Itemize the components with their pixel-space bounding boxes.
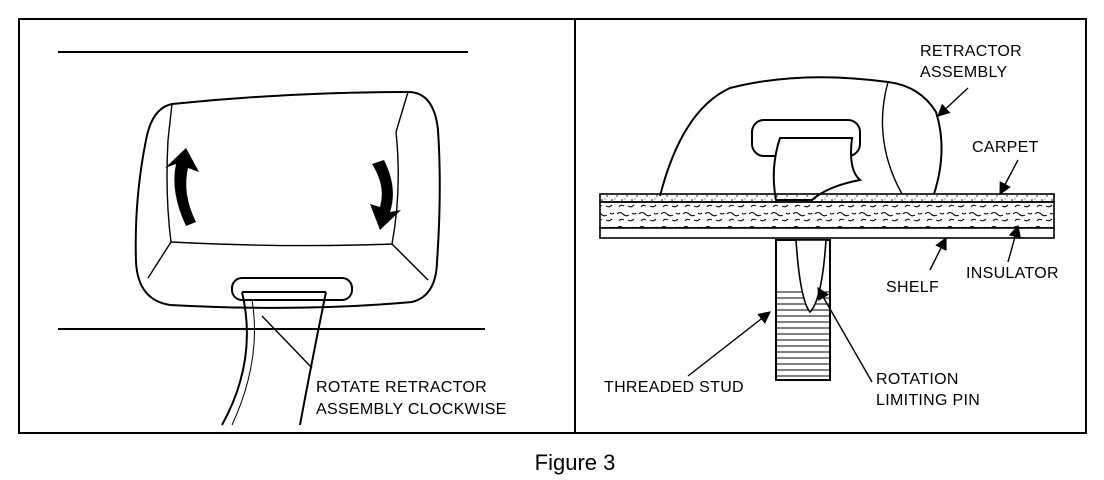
left-panel: ROTATE RETRACTOR ASSEMBLY CLOCKWISE bbox=[58, 51, 507, 426]
label-leader-left bbox=[261, 315, 313, 369]
right-panel: RETRACTOR ASSEMBLY CARPET SHELF INSULATO… bbox=[599, 43, 1059, 409]
rotate-arrow-right-icon bbox=[370, 160, 401, 230]
leader-shelf bbox=[929, 236, 947, 271]
seat-belt-webbing bbox=[221, 291, 327, 426]
label-threaded-stud: THREADED STUD bbox=[604, 379, 744, 396]
figure-caption: Figure 3 bbox=[535, 450, 616, 475]
belt-slot bbox=[231, 277, 353, 301]
rotate-label-line1: ROTATE RETRACTOR bbox=[316, 379, 487, 396]
label-carpet: CARPET bbox=[972, 139, 1039, 156]
leader-carpet bbox=[999, 159, 1019, 196]
figure-frame bbox=[18, 18, 1087, 434]
carpet-layer bbox=[599, 193, 1055, 203]
leader-threaded-stud bbox=[687, 311, 771, 377]
leader-retractor bbox=[937, 87, 969, 117]
shelf-layer bbox=[599, 227, 1055, 239]
retractor-assembly-housing bbox=[659, 76, 943, 197]
leader-rotation-pin bbox=[817, 286, 873, 383]
insulator-layer bbox=[599, 201, 1055, 229]
seat-belt-webbing-right bbox=[772, 137, 863, 201]
label-insulator: INSULATOR bbox=[966, 265, 1059, 282]
label-rotation-line1: ROTATION bbox=[876, 371, 959, 388]
retractor-face bbox=[166, 131, 399, 247]
label-retractor-line2: ASSEMBLY bbox=[920, 64, 1007, 81]
label-retractor-line1: RETRACTOR bbox=[920, 43, 1022, 60]
rotate-arrow-left-icon bbox=[165, 148, 199, 226]
leader-insulator bbox=[1007, 224, 1022, 263]
rotate-label-line2: ASSEMBLY CLOCKWISE bbox=[316, 401, 507, 418]
label-shelf: SHELF bbox=[886, 279, 939, 296]
label-rotation-line2: LIMITING PIN bbox=[876, 392, 980, 409]
